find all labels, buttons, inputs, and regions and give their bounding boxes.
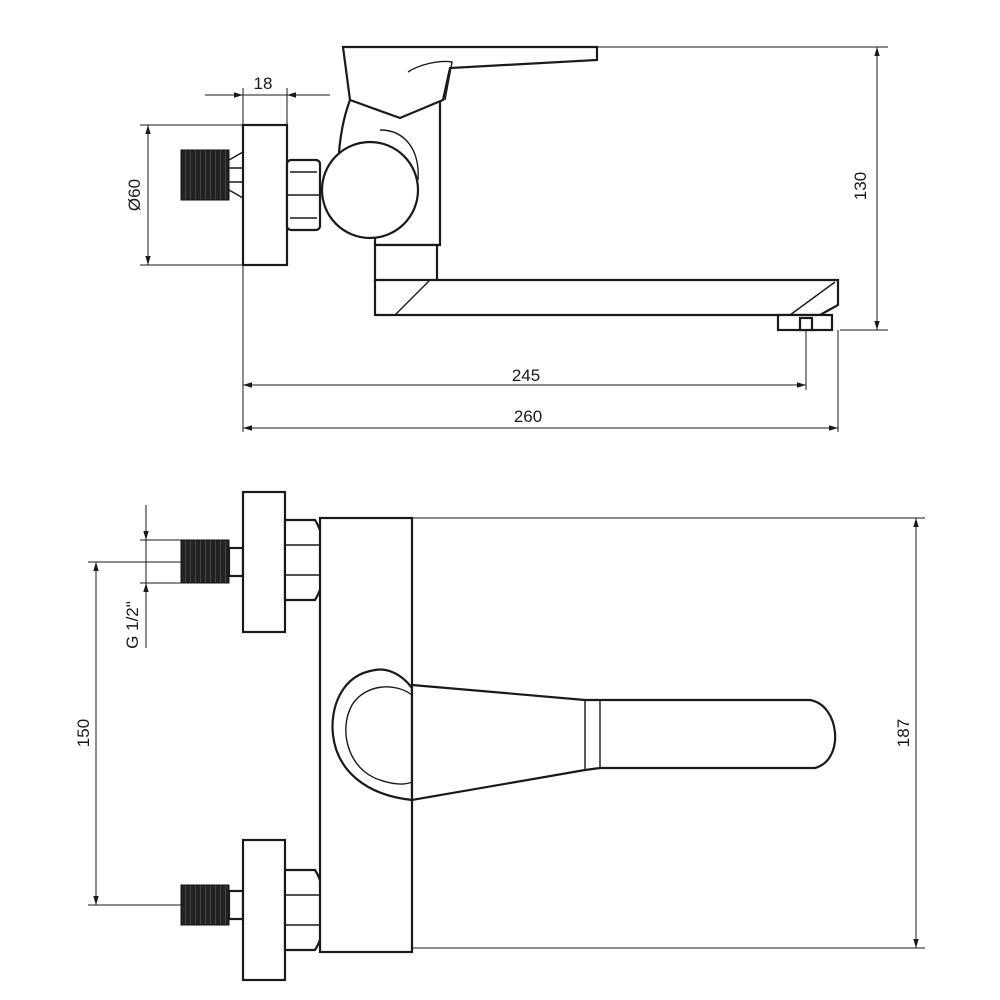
wall-plate [241, 123, 289, 267]
dim-label-diameter: Ø60 [125, 179, 144, 211]
upper-wall-plate [241, 490, 287, 634]
dim-label-260: 260 [514, 407, 542, 426]
dimension-260: 260 [243, 407, 838, 431]
mixer-body [320, 98, 442, 283]
dim-label-130: 130 [851, 172, 870, 200]
hex-nut [285, 158, 322, 232]
dimension-245: 245 [242, 265, 839, 432]
upper-hex-nut [283, 518, 326, 602]
dim-label-187: 187 [894, 719, 913, 747]
dimension-130: 130 [597, 46, 888, 331]
front-view: G 1/2" 150 187 [74, 490, 925, 982]
dimension-thread: G 1/2" [123, 505, 181, 649]
lower-wall-plate [241, 838, 287, 982]
dim-label-245: 245 [512, 366, 540, 385]
lever-handle-front [331, 668, 837, 802]
dim-label-thread: G 1/2" [123, 601, 142, 649]
spout [373, 278, 840, 317]
threaded-connector [180, 149, 230, 201]
dim-label-150: 150 [74, 719, 93, 747]
dimension-187: 187 [412, 517, 925, 949]
dimension-150: 150 [74, 561, 181, 906]
side-view: 18 Ø60 130 245 260 [125, 45, 888, 432]
dimension-diameter-60: Ø60 [125, 124, 243, 266]
dimension-18: 18 [205, 74, 330, 125]
lower-threaded-connector [180, 884, 230, 926]
lever-handle [341, 45, 599, 120]
lower-hex-nut [283, 868, 326, 952]
dim-label-18: 18 [254, 74, 273, 93]
upper-threaded-connector [180, 539, 230, 584]
